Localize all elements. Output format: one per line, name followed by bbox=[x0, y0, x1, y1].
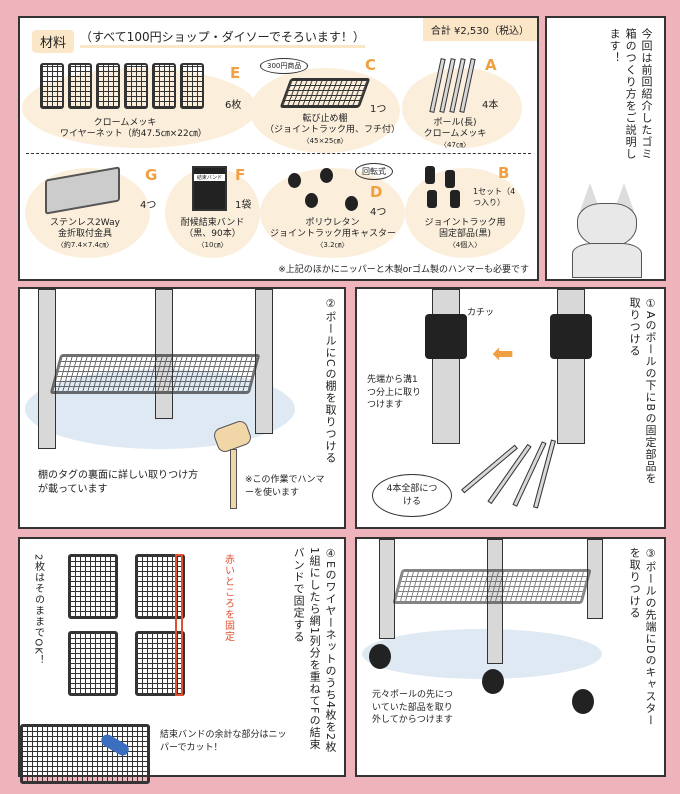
step-note: 棚のタグの裏面に詳しい取りつけ方が載っています bbox=[38, 470, 199, 495]
step-1-panel: ⬅ カチッ 先端から溝1つ分上に取りつけます ①Aのポールの下にBの固定部品を取… bbox=[355, 287, 666, 529]
step-note: 結束バンドの余計な部分はニッパーでカット！ bbox=[160, 730, 287, 753]
step-text: Aのポールの下にBの固定部品を取りつける bbox=[628, 297, 657, 485]
item-letter: F bbox=[235, 166, 246, 184]
item-name2: 金折取付金具 bbox=[57, 229, 112, 240]
step-number: ① bbox=[644, 297, 657, 311]
item-name: ポール(長) bbox=[433, 118, 477, 128]
item-size: 〈10㎝〉 bbox=[197, 240, 228, 249]
step-3-panel: ③ポールの先端にDのキャスターを取りつける 元々ポールの先についていた部品を取り… bbox=[355, 537, 666, 777]
fox-illustration bbox=[572, 183, 642, 278]
item-name: クロームメッキ bbox=[93, 118, 157, 128]
step-number: ② bbox=[324, 297, 337, 311]
item-name2: クロームメッキ bbox=[423, 129, 487, 140]
item-letter: C bbox=[365, 56, 377, 74]
item-name2: ワイヤーネット（約47.5㎝×22㎝） bbox=[60, 129, 207, 140]
item-name: ジョイントラック用 bbox=[424, 218, 506, 228]
item-name: ステンレス2Way bbox=[50, 218, 120, 228]
step-4-instruction: ④Eのワイヤーネットのうち4枚を2枚1組にしたら網1列分を重ねてFの結束バンドで… bbox=[290, 547, 338, 757]
arrow-icon: ⬅ bbox=[492, 339, 514, 369]
materials-heading: 材料 bbox=[32, 30, 75, 53]
step-note: 4本全部につける bbox=[372, 474, 452, 518]
item-size: 〈47㎝〉 bbox=[440, 140, 470, 149]
item-size: 〈45×25㎝〉 bbox=[302, 136, 348, 145]
materials-subtitle: （すべて100円ショップ・ダイソーでそろいます！） bbox=[80, 28, 365, 48]
step-note: 赤いところを固定 bbox=[222, 554, 234, 642]
step-2-instruction: ②ポールにCの棚を取りつける bbox=[322, 297, 338, 477]
step-note: カチッ bbox=[467, 308, 495, 318]
speech-bubble: 回転式 bbox=[355, 163, 393, 180]
step-note: ※この作業でハンマーを使います bbox=[245, 475, 325, 498]
shelf-illustration bbox=[279, 78, 371, 108]
step-3-instruction: ③ポールの先端にDのキャスターを取りつける bbox=[626, 547, 658, 737]
item-count: 4つ bbox=[370, 207, 387, 218]
intro-text: 今回は前回紹介したゴミ箱のつくり方をご説明します！ bbox=[608, 28, 653, 160]
item-name2: ジョイントラック用キャスター bbox=[270, 229, 397, 240]
step-note: 先端から溝1つ分上に取りつけます bbox=[367, 375, 422, 411]
step-number: ④ bbox=[324, 547, 337, 561]
item-size: 〈3.2㎝〉 bbox=[316, 240, 349, 249]
materials-note: ※上記のほかにニッパーと木製orゴム製のハンマーも必要です bbox=[278, 265, 529, 275]
item-name2: 固定部品(黒) bbox=[438, 229, 492, 240]
item-count: 4本 bbox=[482, 100, 499, 111]
step-text: Eのワイヤーネットのうち4枚を2枚1組にしたら網1列分を重ねてFの結束バンドで固… bbox=[292, 547, 337, 753]
speech-bubble: 300円商品 bbox=[260, 58, 309, 74]
item-size: 〈約7.4×7.4㎝〉 bbox=[56, 240, 114, 249]
materials-panel: 材料 （すべて100円ショップ・ダイソーでそろいます！） 合計 ¥2,530（税… bbox=[18, 16, 539, 281]
step-4-panel: 2枚はそのままでOK！ 赤いところを固定 ④Eのワイヤーネットのうち4枚を2枚1… bbox=[18, 537, 346, 784]
step-text: ポールにCの棚を取りつける bbox=[324, 311, 337, 464]
item-size: 〈4個入〉 bbox=[448, 240, 482, 249]
cable-tie-pack-illustration: 結束バンド bbox=[192, 166, 227, 211]
step-2-panel: ②ポールにCの棚を取りつける 棚のタグの裏面に詳しい取りつけ方が載っています ※… bbox=[18, 287, 346, 529]
item-name: 転び止め棚 bbox=[302, 114, 348, 124]
item-name2: （ジョイントラック用、フチ付） bbox=[265, 125, 401, 136]
step-text: ポールの先端にDのキャスターを取りつける bbox=[628, 547, 657, 727]
step-number: ③ bbox=[644, 547, 657, 561]
item-name: 耐候結束バンド bbox=[180, 218, 245, 228]
item-name: ポリウレタン bbox=[305, 218, 360, 228]
step-1-instruction: ①Aのポールの下にBの固定部品を取りつける bbox=[626, 297, 658, 487]
item-letter: E bbox=[230, 64, 241, 82]
pack-label: 結束バンド bbox=[194, 174, 225, 181]
item-name2: （黒、90本） bbox=[184, 229, 241, 240]
item-letter: A bbox=[485, 56, 497, 74]
item-count: 1つ bbox=[370, 104, 387, 115]
item-letter: D bbox=[370, 183, 383, 201]
item-count: 1セット（4つ入り） bbox=[473, 187, 516, 207]
step-note: 元々ポールの先についていた部品を取り外してからつけます bbox=[372, 690, 454, 726]
intro-panel: 今回は前回紹介したゴミ箱のつくり方をご説明します！ bbox=[545, 16, 666, 281]
item-count: 4つ bbox=[140, 200, 157, 211]
total-price: 合計 ¥2,530（税込） bbox=[422, 18, 537, 41]
divider bbox=[26, 153, 531, 154]
item-count: 6枚 bbox=[225, 100, 242, 111]
shelf-illustration bbox=[49, 354, 261, 394]
item-letter: B bbox=[498, 164, 510, 182]
item-count: 1袋 bbox=[235, 200, 252, 211]
item-letter: G bbox=[145, 166, 158, 184]
step-note: 2枚はそのままでOK！ bbox=[32, 554, 44, 666]
